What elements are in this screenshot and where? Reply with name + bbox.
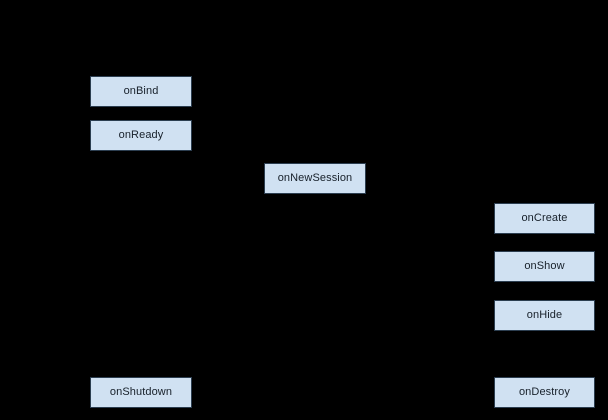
node-on-hide[interactable]: onHide xyxy=(494,300,595,331)
node-label-on-destroy: onDestroy xyxy=(518,386,571,398)
node-on-shutdown[interactable]: onShutdown xyxy=(90,377,192,408)
node-label-on-bind: onBind xyxy=(123,85,159,97)
node-label-on-shutdown: onShutdown xyxy=(109,386,173,398)
node-label-on-ready: onReady xyxy=(118,129,164,141)
node-label-on-hide: onHide xyxy=(526,309,563,321)
node-label-on-create: onCreate xyxy=(521,212,568,224)
node-on-show[interactable]: onShow xyxy=(494,251,595,282)
node-on-ready[interactable]: onReady xyxy=(90,120,192,151)
node-label-on-new-session: onNewSession xyxy=(277,172,353,184)
node-on-create[interactable]: onCreate xyxy=(494,203,595,234)
node-on-new-session[interactable]: onNewSession xyxy=(264,163,366,194)
node-on-bind[interactable]: onBind xyxy=(90,76,192,107)
node-label-on-show: onShow xyxy=(524,260,565,272)
node-on-destroy[interactable]: onDestroy xyxy=(494,377,595,408)
